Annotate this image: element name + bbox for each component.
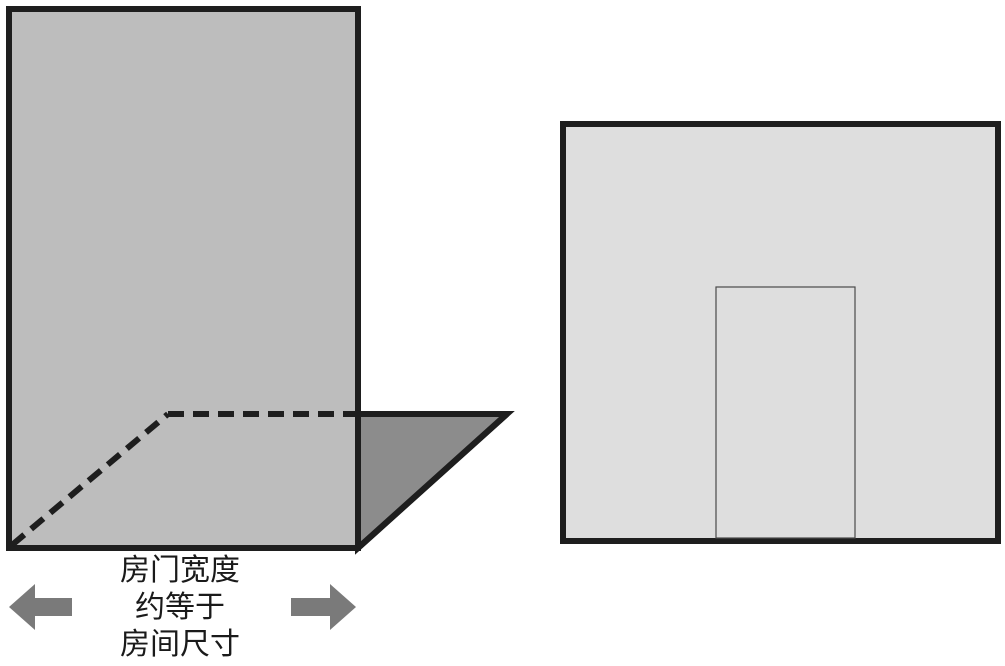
swing-floor-bottom-edge [355, 411, 510, 551]
caption-line-1: 房门宽度 [120, 553, 240, 588]
door-panel-illustration [6, 6, 515, 555]
caption-line-3: 房间尺寸 [120, 627, 240, 662]
hidden-floor-diagonal [10, 411, 170, 548]
width-caption: 房门宽度 约等于 房间尺寸 [95, 552, 265, 663]
caption-line-2: 约等于 [135, 590, 225, 625]
room-illustration [560, 121, 1001, 544]
arrow-left-icon [9, 584, 72, 630]
arrow-right-icon [291, 584, 356, 630]
door-panel [6, 6, 361, 551]
room-door [715, 286, 856, 539]
